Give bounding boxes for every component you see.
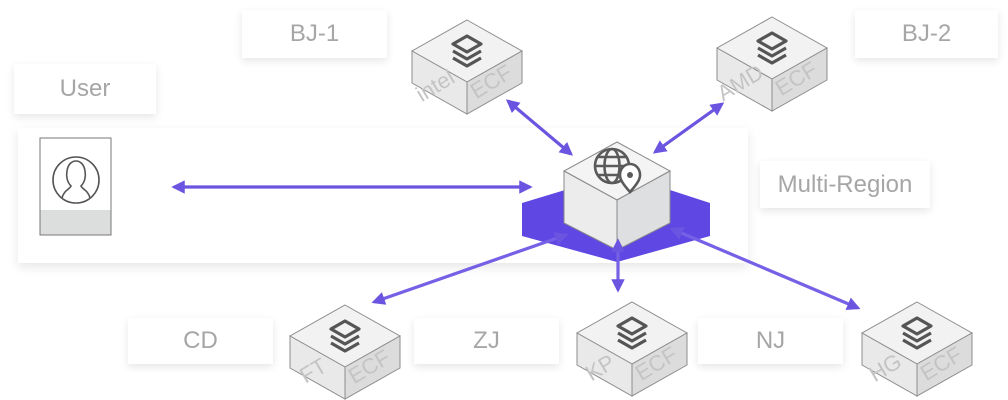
hub-cube <box>562 141 672 251</box>
nj-label: NJ <box>698 318 843 364</box>
arrow-amd-hub <box>652 102 725 154</box>
user-icon <box>52 156 100 204</box>
lower-arrows <box>371 227 861 310</box>
arrow-hub-ft <box>371 232 569 305</box>
user-label: User <box>14 64 156 114</box>
cube-right-face <box>916 332 973 397</box>
bj1-label: BJ-1 <box>242 10 387 58</box>
multi-region-label: Multi-Region <box>760 161 930 208</box>
layers-icon <box>451 34 483 68</box>
bj2-label-text: BJ-2 <box>901 20 952 47</box>
user-label-text: User <box>59 75 111 102</box>
layers-icon <box>616 316 648 350</box>
layers-icon <box>901 316 933 350</box>
bj2-label: BJ-2 <box>855 10 998 58</box>
zj-label: ZJ <box>414 318 559 364</box>
arrow-hub-hg <box>669 227 861 310</box>
bj1-label-text: BJ-1 <box>289 20 340 47</box>
connection-arrows <box>171 99 725 194</box>
arrow-intel-hub <box>505 99 574 156</box>
globe-location-icon <box>593 147 642 194</box>
cd-label: CD <box>128 318 273 364</box>
cube-right-face <box>631 332 688 397</box>
multi-region-label-text: Multi-Region <box>777 170 913 198</box>
zj-label-text: ZJ <box>473 327 500 354</box>
layers-icon <box>329 319 361 353</box>
cube-right-face <box>466 50 523 115</box>
layers-icon <box>756 31 788 65</box>
cd-label-text: CD <box>183 327 218 354</box>
nj-label-text: NJ <box>755 327 786 354</box>
cube-right-face <box>771 47 828 112</box>
cube-right-face <box>344 335 401 400</box>
user-device <box>39 137 112 236</box>
